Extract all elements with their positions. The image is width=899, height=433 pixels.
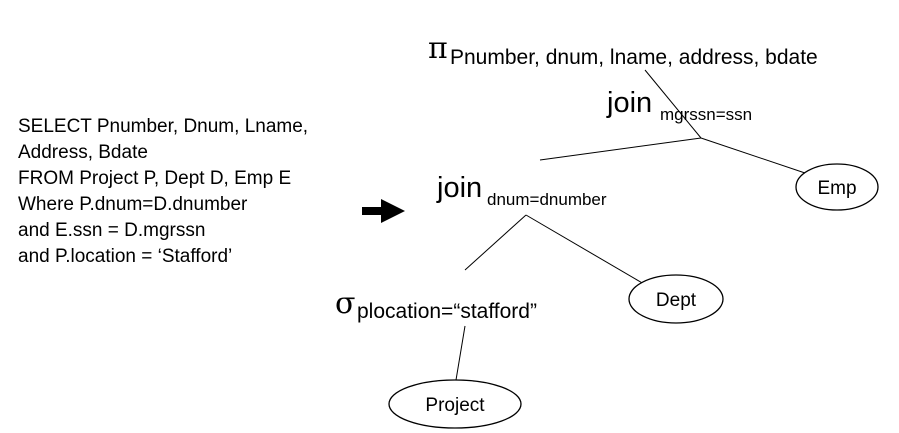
edge-join-top-join-bottom <box>539 137 702 161</box>
join-bottom-node: join dnum=dnumber <box>436 172 607 209</box>
relation-project-label: Project <box>425 395 485 416</box>
sql-line-1: SELECT Pnumber, Dnum, Lname, <box>18 116 308 137</box>
relation-project-node: Project <box>388 379 522 429</box>
edge-join-bottom-selection <box>464 214 527 271</box>
sql-line-5: and E.ssn = D.mgrssn <box>18 220 205 241</box>
relation-emp-label: Emp <box>817 178 856 199</box>
sigma-symbol: σ <box>335 286 355 321</box>
sql-line-4: Where P.dnum=D.dnumber <box>18 194 248 215</box>
projection-node: π Pnumber, dnum, lname, address, bdate <box>428 31 818 69</box>
join-bottom-label: join <box>436 172 482 204</box>
edge-selection-project <box>455 325 466 381</box>
relation-emp-node: Emp <box>795 163 879 211</box>
sql-line-2: Address, Bdate <box>18 142 148 163</box>
projection-attributes: Pnumber, dnum, lname, address, bdate <box>450 46 818 69</box>
relation-dept-label: Dept <box>656 290 697 311</box>
tree-edges <box>455 69 809 381</box>
edge-projection-join-top <box>644 69 702 139</box>
selection-condition: plocation=“stafford” <box>357 300 537 323</box>
join-bottom-condition: dnum=dnumber <box>487 190 607 209</box>
selection-node: σ plocation=“stafford” <box>335 286 537 323</box>
relation-emp-ellipse <box>795 163 879 211</box>
arrow-right-icon <box>362 199 405 223</box>
sql-query: SELECT Pnumber, Dnum, Lname, Address, Bd… <box>18 116 308 267</box>
pi-symbol: π <box>428 31 448 66</box>
edge-join-bottom-dept <box>525 214 645 285</box>
join-top-label: join <box>606 87 652 119</box>
join-top-condition: mgrssn=ssn <box>660 105 752 124</box>
relation-project-ellipse <box>388 379 522 429</box>
sql-line-6: and P.location = ‘Stafford’ <box>18 246 232 267</box>
relation-dept-ellipse <box>628 274 724 324</box>
join-top-node: join mgrssn=ssn <box>606 87 752 124</box>
sql-line-3: FROM Project P, Dept D, Emp E <box>18 168 291 189</box>
relation-dept-node: Dept <box>628 274 724 324</box>
edge-join-top-emp <box>700 137 809 175</box>
